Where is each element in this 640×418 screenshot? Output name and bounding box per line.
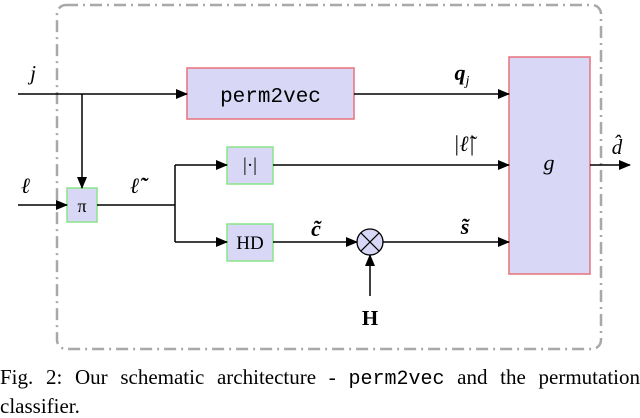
g-block bbox=[508, 56, 591, 275]
abs-label: |·| bbox=[243, 155, 257, 176]
architecture-diagram: perm2vec π |·| HD g j ℓ ℓ̃ qj |ℓ̃| c̃ s̃… bbox=[18, 3, 631, 351]
caption-suffix: and the permutation classifier. bbox=[0, 365, 640, 418]
c-tilde-label: c̃ bbox=[311, 216, 322, 241]
caption-code: perm2vec bbox=[348, 368, 445, 391]
h-label: H bbox=[362, 306, 378, 330]
caption-prefix: Fig. 2: Our schematic architecture - bbox=[0, 365, 349, 389]
d-hat-label: d̂ bbox=[612, 135, 623, 159]
ell-tilde-label: ℓ̃ bbox=[130, 173, 148, 198]
multiplier-node bbox=[356, 228, 384, 256]
abs-ell-label: |ℓ̃| bbox=[453, 131, 477, 156]
qj-label: qj bbox=[455, 60, 470, 89]
hd-label: HD bbox=[236, 233, 263, 254]
g-label: g bbox=[544, 150, 555, 175]
figure-caption: Fig. 2: Our schematic architecture - per… bbox=[0, 364, 640, 418]
perm2vec-block bbox=[186, 67, 355, 120]
pi-label: π bbox=[77, 196, 86, 216]
ell-label: ℓ bbox=[21, 173, 30, 198]
j-label: j bbox=[27, 61, 36, 85]
outer-frame bbox=[55, 3, 603, 351]
s-tilde-label: s̃ bbox=[460, 214, 470, 239]
perm2vec-label: perm2vec bbox=[220, 86, 321, 109]
